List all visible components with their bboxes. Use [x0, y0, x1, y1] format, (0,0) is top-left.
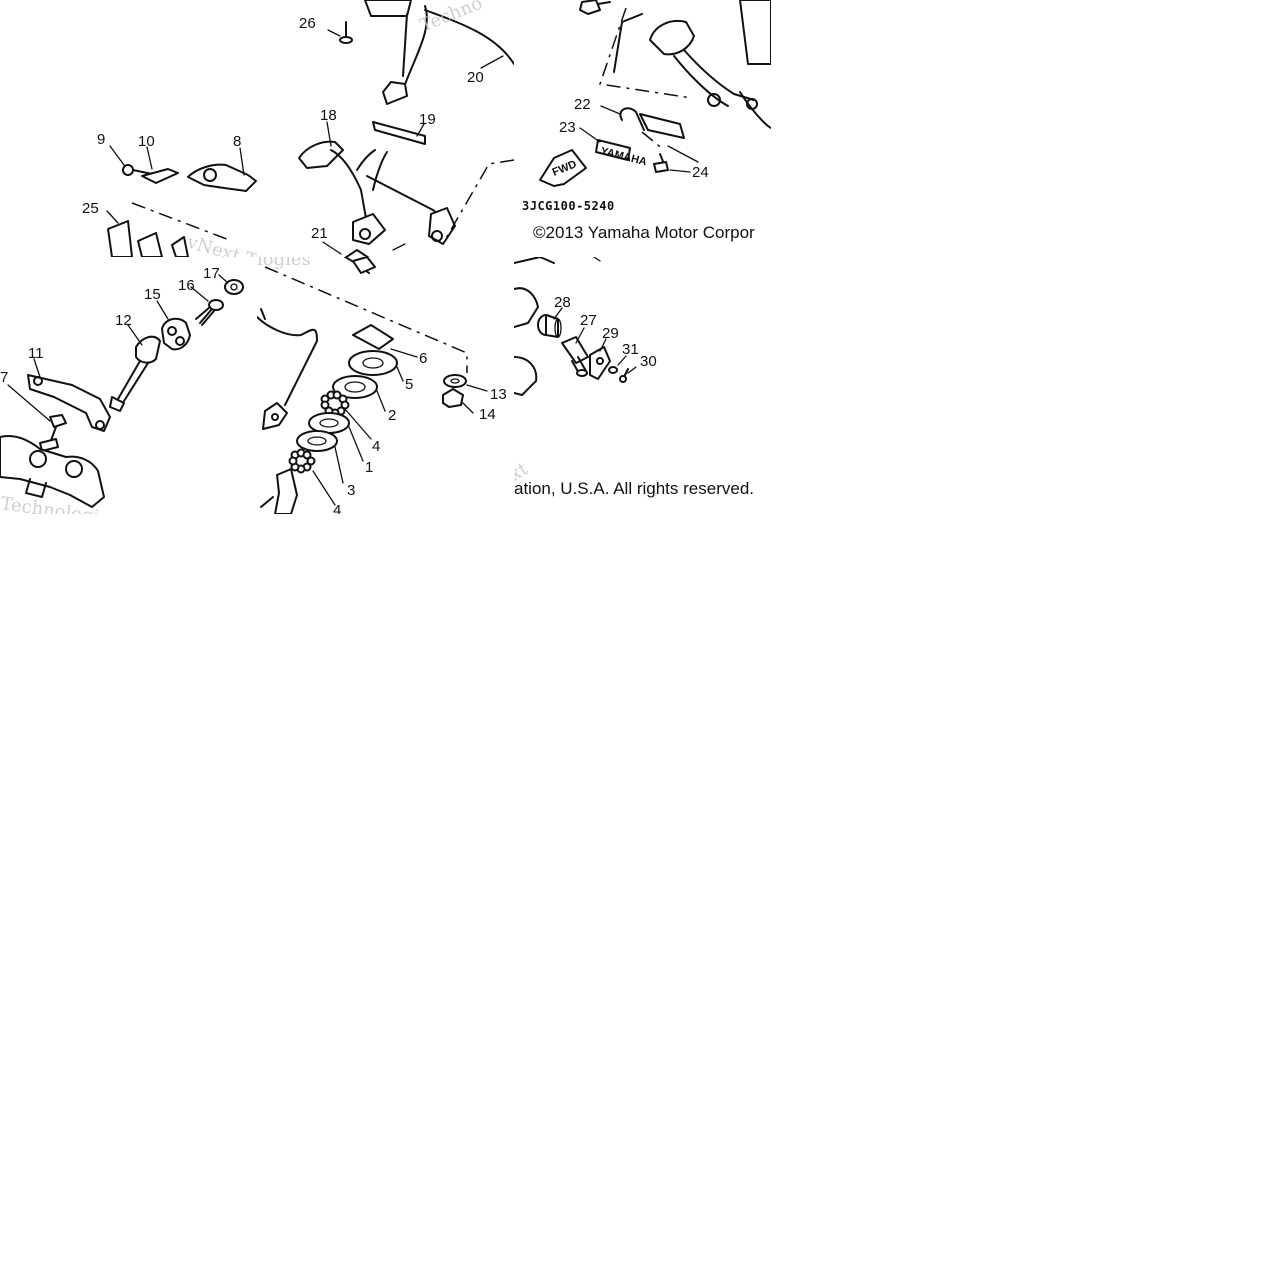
part-label-8: 8: [233, 133, 241, 150]
washer-31: [608, 366, 618, 374]
tile-lower-center-svg: logies: [257, 257, 507, 514]
part-label-17: 17: [203, 265, 220, 282]
copyright-notice-start: ©2013 Yamaha Motor Corpor: [533, 223, 755, 242]
bolt-top: [579, 0, 601, 15]
bolt-7: [39, 414, 67, 452]
part-21: [344, 249, 370, 257]
tile-lower-right: 28 27 29 31 30 xt ation, U.S.A. All righ…: [514, 257, 771, 514]
part-label-29: 29: [602, 325, 619, 342]
lever-12: [135, 335, 161, 364]
race-2: [332, 375, 378, 399]
ball-bearings-4b: [288, 448, 316, 474]
strap-19: [372, 121, 426, 145]
part-label-6: 6: [419, 350, 427, 367]
tile-upper-center: 26 20 18 19 21 Techno: [257, 0, 514, 257]
part-label-16: 16: [178, 277, 195, 294]
part-label-30: 30: [640, 353, 657, 370]
watermark-text: logies: [257, 257, 311, 270]
steering-stem: [274, 468, 298, 514]
decal-23: YAMAHA: [595, 139, 648, 168]
screw-30: [619, 368, 629, 383]
part-label-28: 28: [554, 294, 571, 311]
tile-lower-left: 17 16 15 12 11 7 Technologies: [0, 257, 257, 514]
part-label-22: 22: [574, 96, 591, 113]
part-label-2: 2: [388, 407, 396, 424]
part-label-19: 19: [419, 111, 436, 128]
part-label-12: 12: [115, 312, 132, 329]
tile-lower-right-svg: 28 27 29 31 30 xt ation, U.S.A. All righ…: [514, 257, 754, 498]
part-label-7: 7: [0, 369, 8, 386]
part-label-11: 11: [28, 345, 44, 362]
stand-18: [298, 140, 344, 169]
tile-upper-center-svg: 26 20 18 19 21 Techno: [298, 0, 514, 257]
part-label-25: 25: [82, 200, 99, 217]
tile-upper-right-svg: YAMAHA FWD 22 23 24 3JCG100-5240 ©2013 Y…: [522, 0, 771, 242]
clamp-top: [364, 0, 412, 17]
lower-bracket: [0, 435, 105, 508]
nut-14: [442, 388, 464, 408]
copyright-notice-end: ation, U.S.A. All rights reserved.: [514, 479, 754, 498]
tile-lower-center: logies: [257, 257, 514, 514]
holder-8: [187, 163, 257, 192]
assembly-line: [131, 202, 233, 242]
washer-6: [352, 324, 394, 350]
part-label-9: 9: [97, 131, 105, 148]
race-3: [296, 430, 338, 452]
part-label-10: 10: [138, 133, 155, 150]
watermark-text: vNext Tec: [184, 231, 257, 257]
part-label-13: 13: [490, 386, 507, 403]
bolt-16: [195, 299, 224, 326]
part-label-15: 15: [144, 286, 161, 303]
lever-end: [382, 81, 408, 105]
part-label-24: 24: [692, 164, 709, 181]
screw-24: [653, 153, 669, 173]
bolt-26: [339, 21, 353, 44]
washer-5: [348, 350, 398, 376]
part-label-26: 26: [299, 15, 316, 32]
brake-rod: [257, 316, 318, 406]
part-label-20: 20: [467, 69, 484, 86]
part-label-3: 3: [347, 482, 355, 499]
tile-upper-left-svg: 9 10 8 25 vNext Tec: [82, 131, 257, 257]
part-label-1: 1: [365, 459, 373, 476]
part-label-23: 23: [559, 119, 576, 136]
shaft-27: [561, 336, 589, 377]
tile-upper-right: YAMAHA FWD 22 23 24 3JCG100-5240 ©2013 Y…: [514, 0, 771, 257]
part-label-31: 31: [622, 341, 639, 358]
spacer-28: [537, 314, 562, 338]
part-label-21: 21: [311, 225, 328, 242]
tile-upper-left: 9 10 8 25 vNext Tec: [0, 129, 257, 257]
clip-22: [619, 107, 645, 131]
part-label-14: 14: [479, 406, 496, 423]
tile-lower-left-svg: 17 16 15 12 11 7 Technologies: [0, 265, 244, 514]
race-1: [308, 412, 350, 434]
part-label-18: 18: [320, 107, 337, 124]
axis-line: [264, 266, 468, 373]
decal-fwd-arrow: FWD: [539, 149, 587, 187]
washer-13: [443, 374, 467, 388]
cable-20: [424, 9, 514, 65]
bracket-25: [107, 220, 189, 257]
part-label-27: 27: [580, 312, 597, 329]
diagram-code: 3JCG100-5240: [522, 199, 615, 213]
clamp-15: [161, 317, 191, 351]
frame-head: [649, 20, 695, 56]
part-label-4: 4: [372, 438, 380, 455]
part-label-4b: 4: [333, 502, 341, 514]
part-label-5: 5: [405, 376, 413, 393]
nut-17: [224, 279, 244, 295]
bracket-10: [141, 168, 179, 184]
